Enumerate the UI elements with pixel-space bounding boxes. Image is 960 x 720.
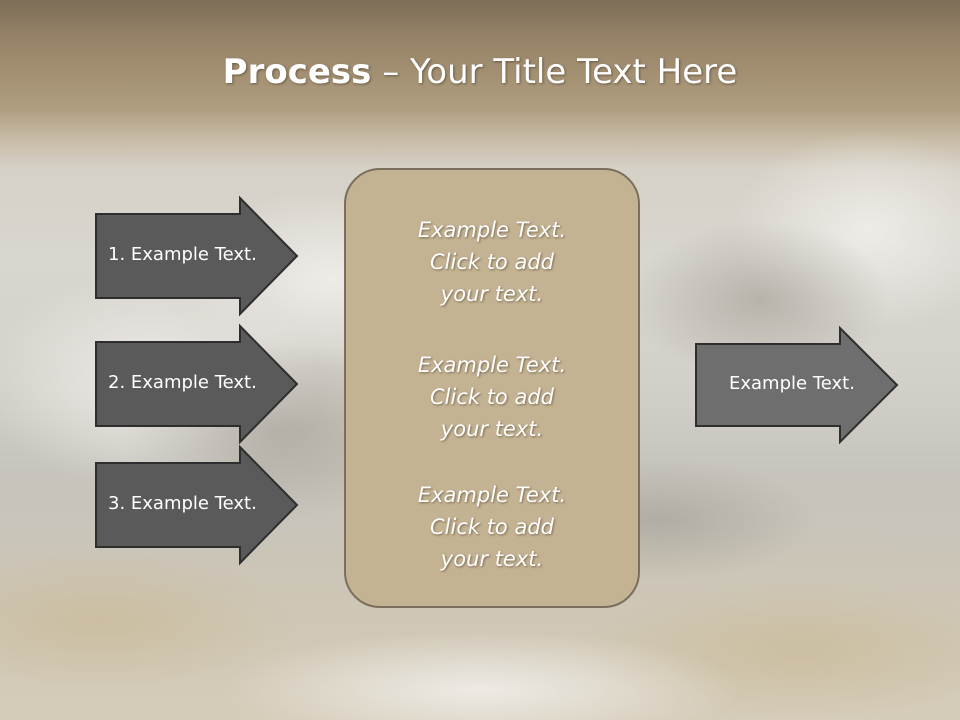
paragraph-line: Click to add bbox=[429, 250, 554, 274]
step-3-label[interactable]: 3. Example Text. bbox=[108, 493, 257, 514]
step-3-arrow[interactable] bbox=[95, 444, 299, 566]
output-arrow[interactable] bbox=[695, 325, 899, 445]
center-paragraph-3: Example Text. Click to add your text. bbox=[346, 479, 638, 575]
paragraph-line: your text. bbox=[440, 417, 544, 441]
title-separator: – bbox=[371, 52, 411, 92]
step-2-arrow[interactable] bbox=[95, 323, 299, 445]
title-rest: Your Title Text Here bbox=[410, 52, 738, 92]
title-bold: Process bbox=[222, 52, 372, 92]
paragraph-line: Example Text. bbox=[417, 353, 567, 377]
paragraph-line: your text. bbox=[440, 547, 544, 571]
center-paragraph-1: Example Text. Click to add your text. bbox=[346, 214, 638, 310]
paragraph-line: your text. bbox=[440, 282, 544, 306]
step-1-label[interactable]: 1. Example Text. bbox=[108, 244, 257, 265]
paragraph-line: Example Text. bbox=[417, 483, 567, 507]
step-1-arrow[interactable] bbox=[95, 195, 299, 317]
step-2-label[interactable]: 2. Example Text. bbox=[108, 372, 257, 393]
center-paragraph-2: Example Text. Click to add your text. bbox=[346, 349, 638, 445]
paragraph-line: Example Text. bbox=[417, 218, 567, 242]
paragraph-line: Click to add bbox=[429, 515, 554, 539]
slide-title[interactable]: Process – Your Title Text Here bbox=[0, 52, 960, 92]
paragraph-line: Click to add bbox=[429, 385, 554, 409]
center-text-box[interactable]: Example Text. Click to add your text. Ex… bbox=[344, 168, 640, 608]
output-label[interactable]: Example Text. bbox=[729, 373, 855, 394]
